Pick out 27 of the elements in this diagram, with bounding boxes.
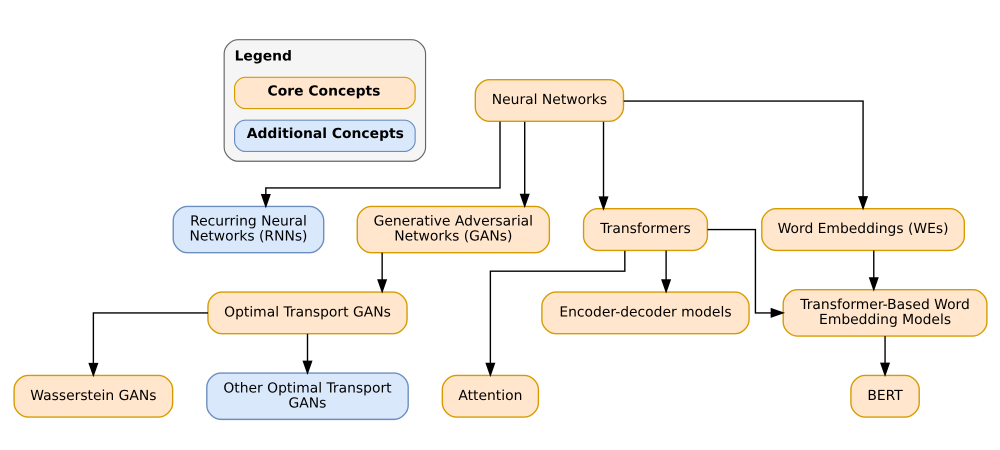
arrow — [519, 121, 530, 208]
node-box: Word Embeddings (WEs) — [760, 208, 965, 251]
arrow — [88, 312, 208, 377]
arrow — [623, 100, 868, 210]
arrow — [302, 333, 312, 374]
arrow — [260, 121, 500, 208]
node-box: Other Optimal Transport GANs — [206, 372, 408, 420]
arrow — [868, 250, 878, 292]
node-box: BERT — [850, 374, 920, 418]
node-box: Neural Networks — [474, 78, 624, 122]
arrow — [598, 121, 608, 210]
arrow — [707, 228, 785, 318]
node-box: Recurring Neural Networks (RNNs) — [172, 205, 324, 253]
node-box: Attention — [441, 374, 539, 418]
node-box: Encoder-decoder models — [540, 290, 750, 334]
arrow — [376, 252, 387, 294]
arrow — [880, 336, 890, 376]
label: Legend — [234, 48, 292, 64]
arrow — [484, 250, 626, 377]
node-box: Transformers — [582, 208, 708, 251]
node-box: Transformer-Based Word Embedding Models — [782, 288, 988, 336]
node-box: Wasserstein GANs — [12, 374, 173, 418]
arrow — [660, 250, 671, 294]
node-box: Generative Adversarial Networks (GANs) — [356, 205, 550, 253]
node-box: Optimal Transport GANs — [206, 290, 408, 334]
legend-label: Core Concepts — [267, 82, 380, 99]
legend-label: Additional Concepts — [246, 126, 404, 142]
